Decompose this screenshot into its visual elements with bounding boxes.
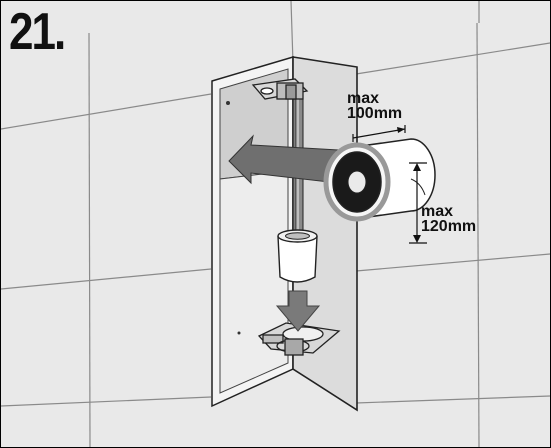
- roll-width-label-line1: max: [347, 90, 380, 107]
- roll-diameter-label: max 120mm: [421, 203, 477, 235]
- down-arrow: [275, 290, 321, 332]
- roll-width-label-line2: 100mm: [347, 105, 403, 122]
- wall-recess: [211, 55, 294, 408]
- toilet-roll: [323, 138, 436, 222]
- step-number: 21.: [9, 3, 66, 61]
- dimension-lines: [352, 125, 427, 244]
- roll-diameter-label-line2: 120mm: [421, 218, 477, 235]
- lower-bracket: [257, 322, 341, 356]
- upper-bracket: [251, 78, 309, 100]
- roll-width-label: max 100mm: [347, 90, 403, 122]
- brush-cup: [277, 229, 318, 283]
- roll-diameter-label-line1: max: [421, 203, 454, 220]
